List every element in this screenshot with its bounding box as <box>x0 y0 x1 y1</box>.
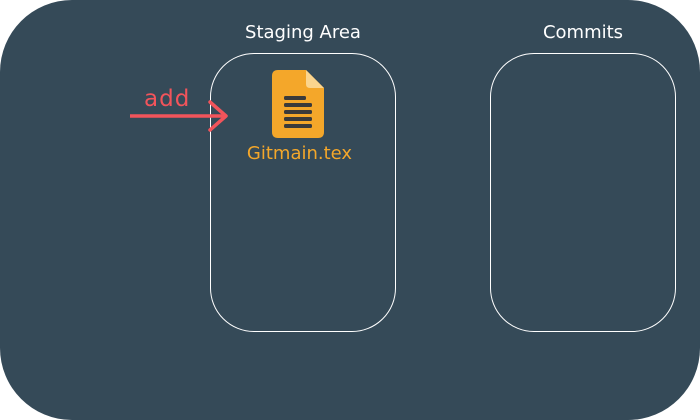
arrow-right-icon <box>130 100 228 132</box>
document-icon <box>272 70 324 138</box>
file-name-label: Gitmain.tex <box>246 143 353 164</box>
commits-panel <box>490 53 676 332</box>
staging-area-panel <box>210 53 396 332</box>
commits-title: Commits <box>542 22 624 43</box>
staging-area-title: Staging Area <box>245 22 361 43</box>
add-action-label: add <box>144 86 191 112</box>
